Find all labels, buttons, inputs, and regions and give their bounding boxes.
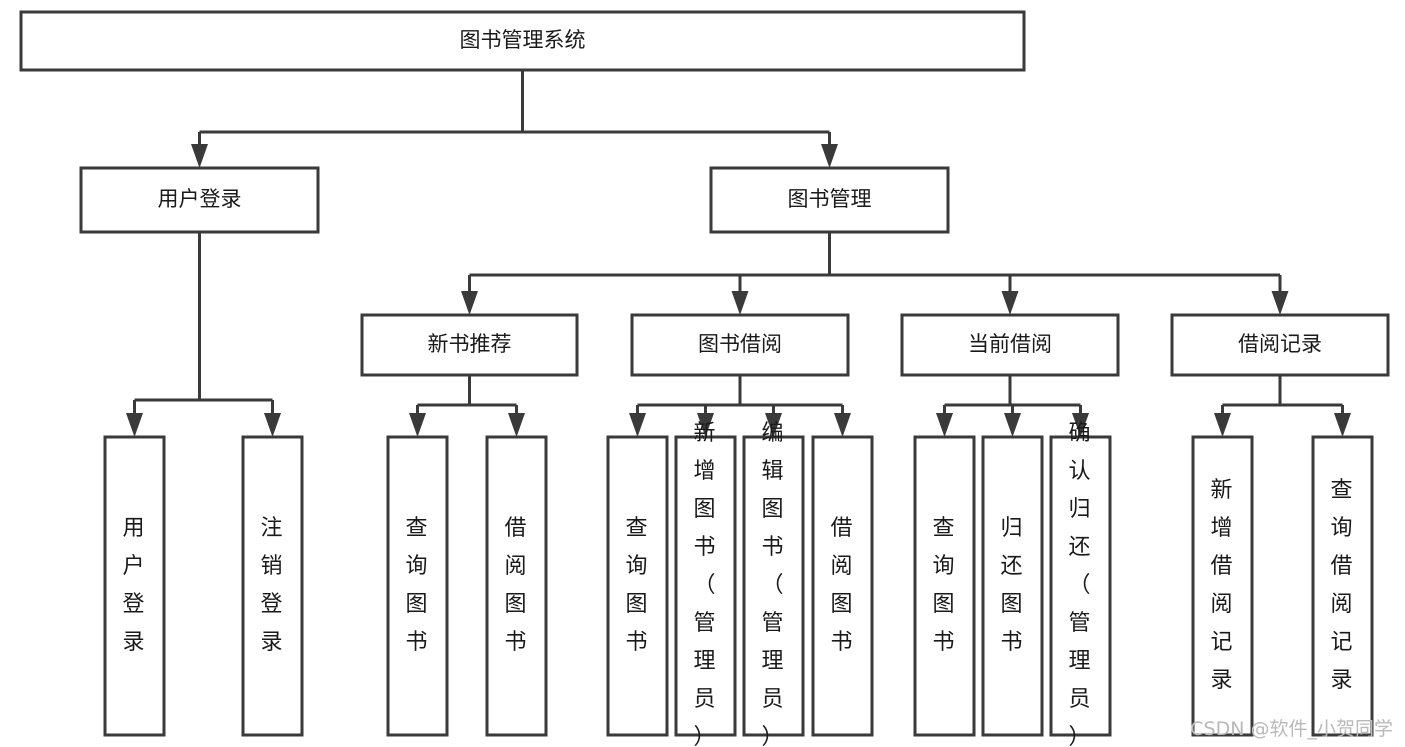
edge-group-new-book-rec xyxy=(409,375,525,437)
node-leaf-br-add[interactable]: 新增借阅记录 xyxy=(1191,435,1254,737)
node-leaf-bb-add[interactable]: 新增图书（管理员） xyxy=(674,421,737,747)
node-label-leaf-rec-borrow: 借阅图书 xyxy=(504,516,528,655)
node-label-leaf-br-add: 新增借阅记录 xyxy=(1210,478,1234,693)
node-label-leaf-user-login: 用户登录 xyxy=(122,516,146,655)
node-label-root: 图书管理系统 xyxy=(460,28,586,52)
node-leaf-bb-edit[interactable]: 编辑图书（管理员） xyxy=(742,421,805,747)
node-box-leaf-br-query[interactable] xyxy=(1311,435,1374,737)
edge-group-current-borrow xyxy=(936,375,1089,437)
node-box-leaf-bb-borrow[interactable] xyxy=(811,435,874,737)
node-box-leaf-bb-edit[interactable] xyxy=(742,435,805,737)
nodes-layer: 图书管理系统用户登录图书管理新书推荐图书借阅当前借阅借阅记录用户登录注销登录查询… xyxy=(19,10,1390,747)
node-user-login[interactable]: 用户登录 xyxy=(79,166,320,234)
node-label-leaf-bb-query: 查询图书 xyxy=(625,516,649,655)
node-box-leaf-cb-return[interactable] xyxy=(981,435,1044,737)
node-label-book-manage: 图书管理 xyxy=(788,187,872,211)
node-box-current-borrow[interactable] xyxy=(900,313,1120,377)
node-label-new-book-rec: 新书推荐 xyxy=(428,332,512,356)
node-leaf-bb-borrow[interactable]: 借阅图书 xyxy=(811,435,874,737)
node-new-book-rec[interactable]: 新书推荐 xyxy=(360,313,579,377)
node-box-leaf-user-login[interactable] xyxy=(103,435,166,737)
node-leaf-user-login[interactable]: 用户登录 xyxy=(103,435,166,737)
node-box-leaf-bb-add[interactable] xyxy=(674,435,737,737)
node-box-root[interactable] xyxy=(19,10,1026,72)
node-box-leaf-user-logout[interactable] xyxy=(241,435,304,737)
node-box-leaf-cb-query[interactable] xyxy=(913,435,976,737)
edge-group-root xyxy=(191,70,838,168)
node-label-leaf-cb-query: 查询图书 xyxy=(932,516,956,655)
node-leaf-cb-query[interactable]: 查询图书 xyxy=(913,435,976,737)
node-leaf-cb-return[interactable]: 归还图书 xyxy=(981,435,1044,737)
edge-group-book-manage xyxy=(461,232,1289,315)
node-box-book-manage[interactable] xyxy=(709,166,950,234)
edge-group-book-borrow xyxy=(629,375,851,437)
node-book-manage[interactable]: 图书管理 xyxy=(709,166,950,234)
node-box-leaf-rec-borrow[interactable] xyxy=(485,435,548,737)
node-label-current-borrow: 当前借阅 xyxy=(968,332,1052,356)
node-box-leaf-br-add[interactable] xyxy=(1191,435,1254,737)
node-borrow-record[interactable]: 借阅记录 xyxy=(1170,313,1390,377)
node-leaf-cb-confirm[interactable]: 确认归还（管理员） xyxy=(1049,421,1112,747)
node-label-leaf-cb-confirm: 确认归还（管理员） xyxy=(1068,421,1092,747)
node-current-borrow[interactable]: 当前借阅 xyxy=(900,313,1120,377)
node-label-leaf-bb-borrow: 借阅图书 xyxy=(830,516,854,655)
node-label-leaf-br-query: 查询借阅记录 xyxy=(1330,478,1354,693)
node-box-new-book-rec[interactable] xyxy=(360,313,579,377)
node-box-leaf-bb-query[interactable] xyxy=(606,435,669,737)
edge-group-user-login xyxy=(126,232,281,437)
node-box-borrow-record[interactable] xyxy=(1170,313,1390,377)
node-book-borrow[interactable]: 图书借阅 xyxy=(630,313,850,377)
node-box-leaf-cb-confirm[interactable] xyxy=(1049,435,1112,737)
watermark-text: CSDN @软件_小贺同学 xyxy=(1190,718,1393,740)
node-box-user-login[interactable] xyxy=(79,166,320,234)
node-leaf-bb-query[interactable]: 查询图书 xyxy=(606,435,669,737)
node-leaf-rec-borrow[interactable]: 借阅图书 xyxy=(485,435,548,737)
node-label-leaf-cb-return: 归还图书 xyxy=(1000,516,1024,655)
node-label-book-borrow: 图书借阅 xyxy=(698,332,782,356)
node-root[interactable]: 图书管理系统 xyxy=(19,10,1026,72)
node-label-borrow-record: 借阅记录 xyxy=(1238,332,1322,356)
node-leaf-br-query[interactable]: 查询借阅记录 xyxy=(1311,435,1374,737)
node-leaf-user-logout[interactable]: 注销登录 xyxy=(241,435,304,737)
node-label-leaf-rec-query: 查询图书 xyxy=(405,516,429,655)
node-label-leaf-bb-add: 新增图书（管理员） xyxy=(693,421,717,747)
node-leaf-rec-query[interactable]: 查询图书 xyxy=(386,435,449,737)
node-box-leaf-rec-query[interactable] xyxy=(386,435,449,737)
node-box-book-borrow[interactable] xyxy=(630,313,850,377)
node-label-user-login: 用户登录 xyxy=(158,187,242,211)
node-label-leaf-bb-edit: 编辑图书（管理员） xyxy=(761,421,785,747)
edges-layer xyxy=(126,70,1351,437)
node-label-leaf-user-logout: 注销登录 xyxy=(260,516,284,655)
edge-group-borrow-record xyxy=(1214,375,1351,437)
